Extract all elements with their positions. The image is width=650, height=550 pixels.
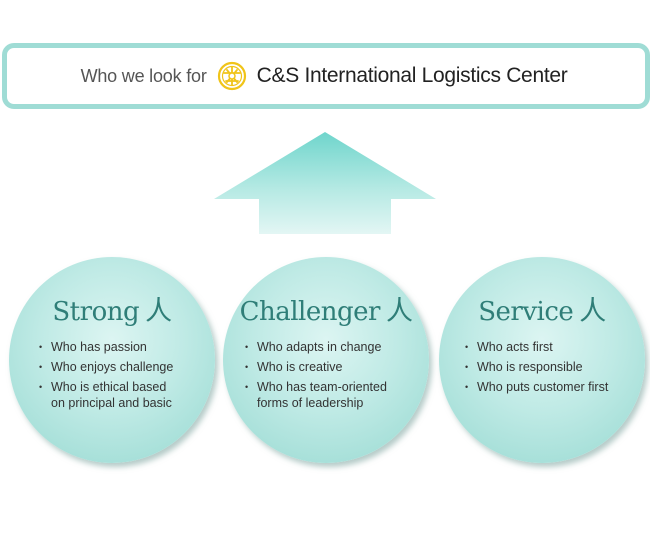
list-item: Who acts first <box>465 339 637 355</box>
circle-title-text: Service <box>478 297 574 327</box>
list-item-continuation: on principal and basic <box>51 396 172 410</box>
list-item-continuation: forms of leadership <box>257 396 364 410</box>
list-item: Who enjoys challenge <box>39 359 207 375</box>
header-banner: Who we look for C&S International Logist… <box>2 43 650 109</box>
list-item: Who is creative <box>245 359 421 375</box>
circle-title-text: Challenger <box>239 297 381 327</box>
list-item: Who is ethical based <box>39 379 207 395</box>
list-item: Who has passion <box>39 339 207 355</box>
list-item: Who puts customer first <box>465 379 637 395</box>
banner-lead-text: Who we look for <box>80 65 207 86</box>
trait-list: Who adapts in change Who is creative Who… <box>245 339 421 415</box>
person-character: 人 <box>579 296 606 327</box>
up-arrow-icon <box>214 132 436 234</box>
list-item: Who adapts in change <box>245 339 421 355</box>
circle-title-text: Strong <box>52 297 140 327</box>
banner-content: Who we look for C&S International Logist… <box>81 61 568 91</box>
list-item: Who has team-oriented <box>245 379 421 395</box>
person-character: 人 <box>385 296 413 327</box>
person-character: 人 <box>145 296 172 327</box>
trait-list: Who acts first Who is responsible Who pu… <box>465 339 637 399</box>
trait-list: Who has passion Who enjoys challenge Who… <box>39 339 207 415</box>
company-name: C&S International Logistics Center <box>256 64 568 87</box>
cs-logo-icon <box>217 61 246 91</box>
list-item: Who is responsible <box>465 359 637 375</box>
